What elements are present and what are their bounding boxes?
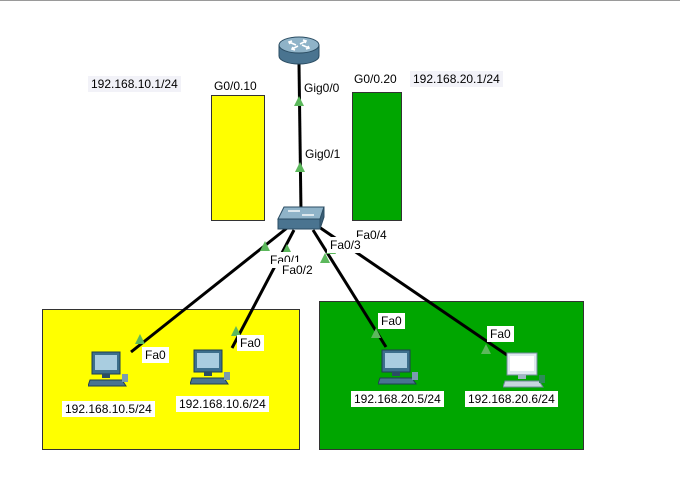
host-ip-label-pc1: 192.168.10.5/24: [62, 401, 155, 417]
vlan10-subinterface-area: [211, 95, 265, 221]
link-status-pc4: [481, 344, 491, 354]
host-ip-label-pc2: 192.168.10.6/24: [176, 396, 269, 412]
port-label-pc1: Fa0: [142, 347, 169, 363]
pc-icon[interactable]: [88, 350, 130, 390]
link-switch-pc2: [230, 229, 296, 349]
link-status-pc3: [371, 328, 381, 338]
link-switch-pc3: [311, 229, 388, 348]
port-label-gig01: Gig0/1: [302, 146, 344, 162]
link-status-fa02: [282, 244, 292, 254]
port-label-pc2: Fa0: [237, 335, 264, 351]
window-top-border: [0, 0, 680, 1]
vlan20-subif-label: G0/0.20: [351, 71, 400, 87]
port-label-pc3: Fa0: [378, 313, 405, 329]
vlan20-subinterface-area: [352, 92, 402, 221]
host-ip-label-pc3: 192.168.20.5/24: [351, 391, 444, 407]
link-status-pc1: [135, 334, 145, 344]
link-status-gig01: [295, 162, 305, 172]
link-status-fa01: [260, 241, 270, 251]
link-router-switch: [297, 63, 303, 213]
port-label-fa02: Fa0/2: [279, 262, 316, 278]
link-switch-pc1: [130, 226, 288, 354]
port-label-gig00: Gig0/0: [301, 80, 343, 96]
link-status-gig00: [294, 96, 304, 106]
port-label-pc4: Fa0: [487, 326, 514, 342]
port-label-fa03: Fa0/3: [327, 237, 364, 253]
pc-icon[interactable]: [378, 348, 420, 388]
vlan20-gateway-label: 192.168.20.1/24: [410, 71, 503, 87]
pc-icon[interactable]: [190, 348, 232, 388]
link-status-fa03: [320, 253, 330, 263]
router-icon[interactable]: [276, 35, 322, 67]
vlan10-subif-label: G0/0.10: [211, 78, 260, 94]
pc-icon[interactable]: [503, 351, 547, 391]
vlan10-area: [42, 309, 300, 450]
host-ip-label-pc4: 192.168.20.6/24: [465, 391, 558, 407]
switch-icon[interactable]: [276, 205, 328, 233]
link-status-pc2: [231, 326, 241, 336]
vlan10-gateway-label: 192.168.10.1/24: [88, 76, 181, 92]
